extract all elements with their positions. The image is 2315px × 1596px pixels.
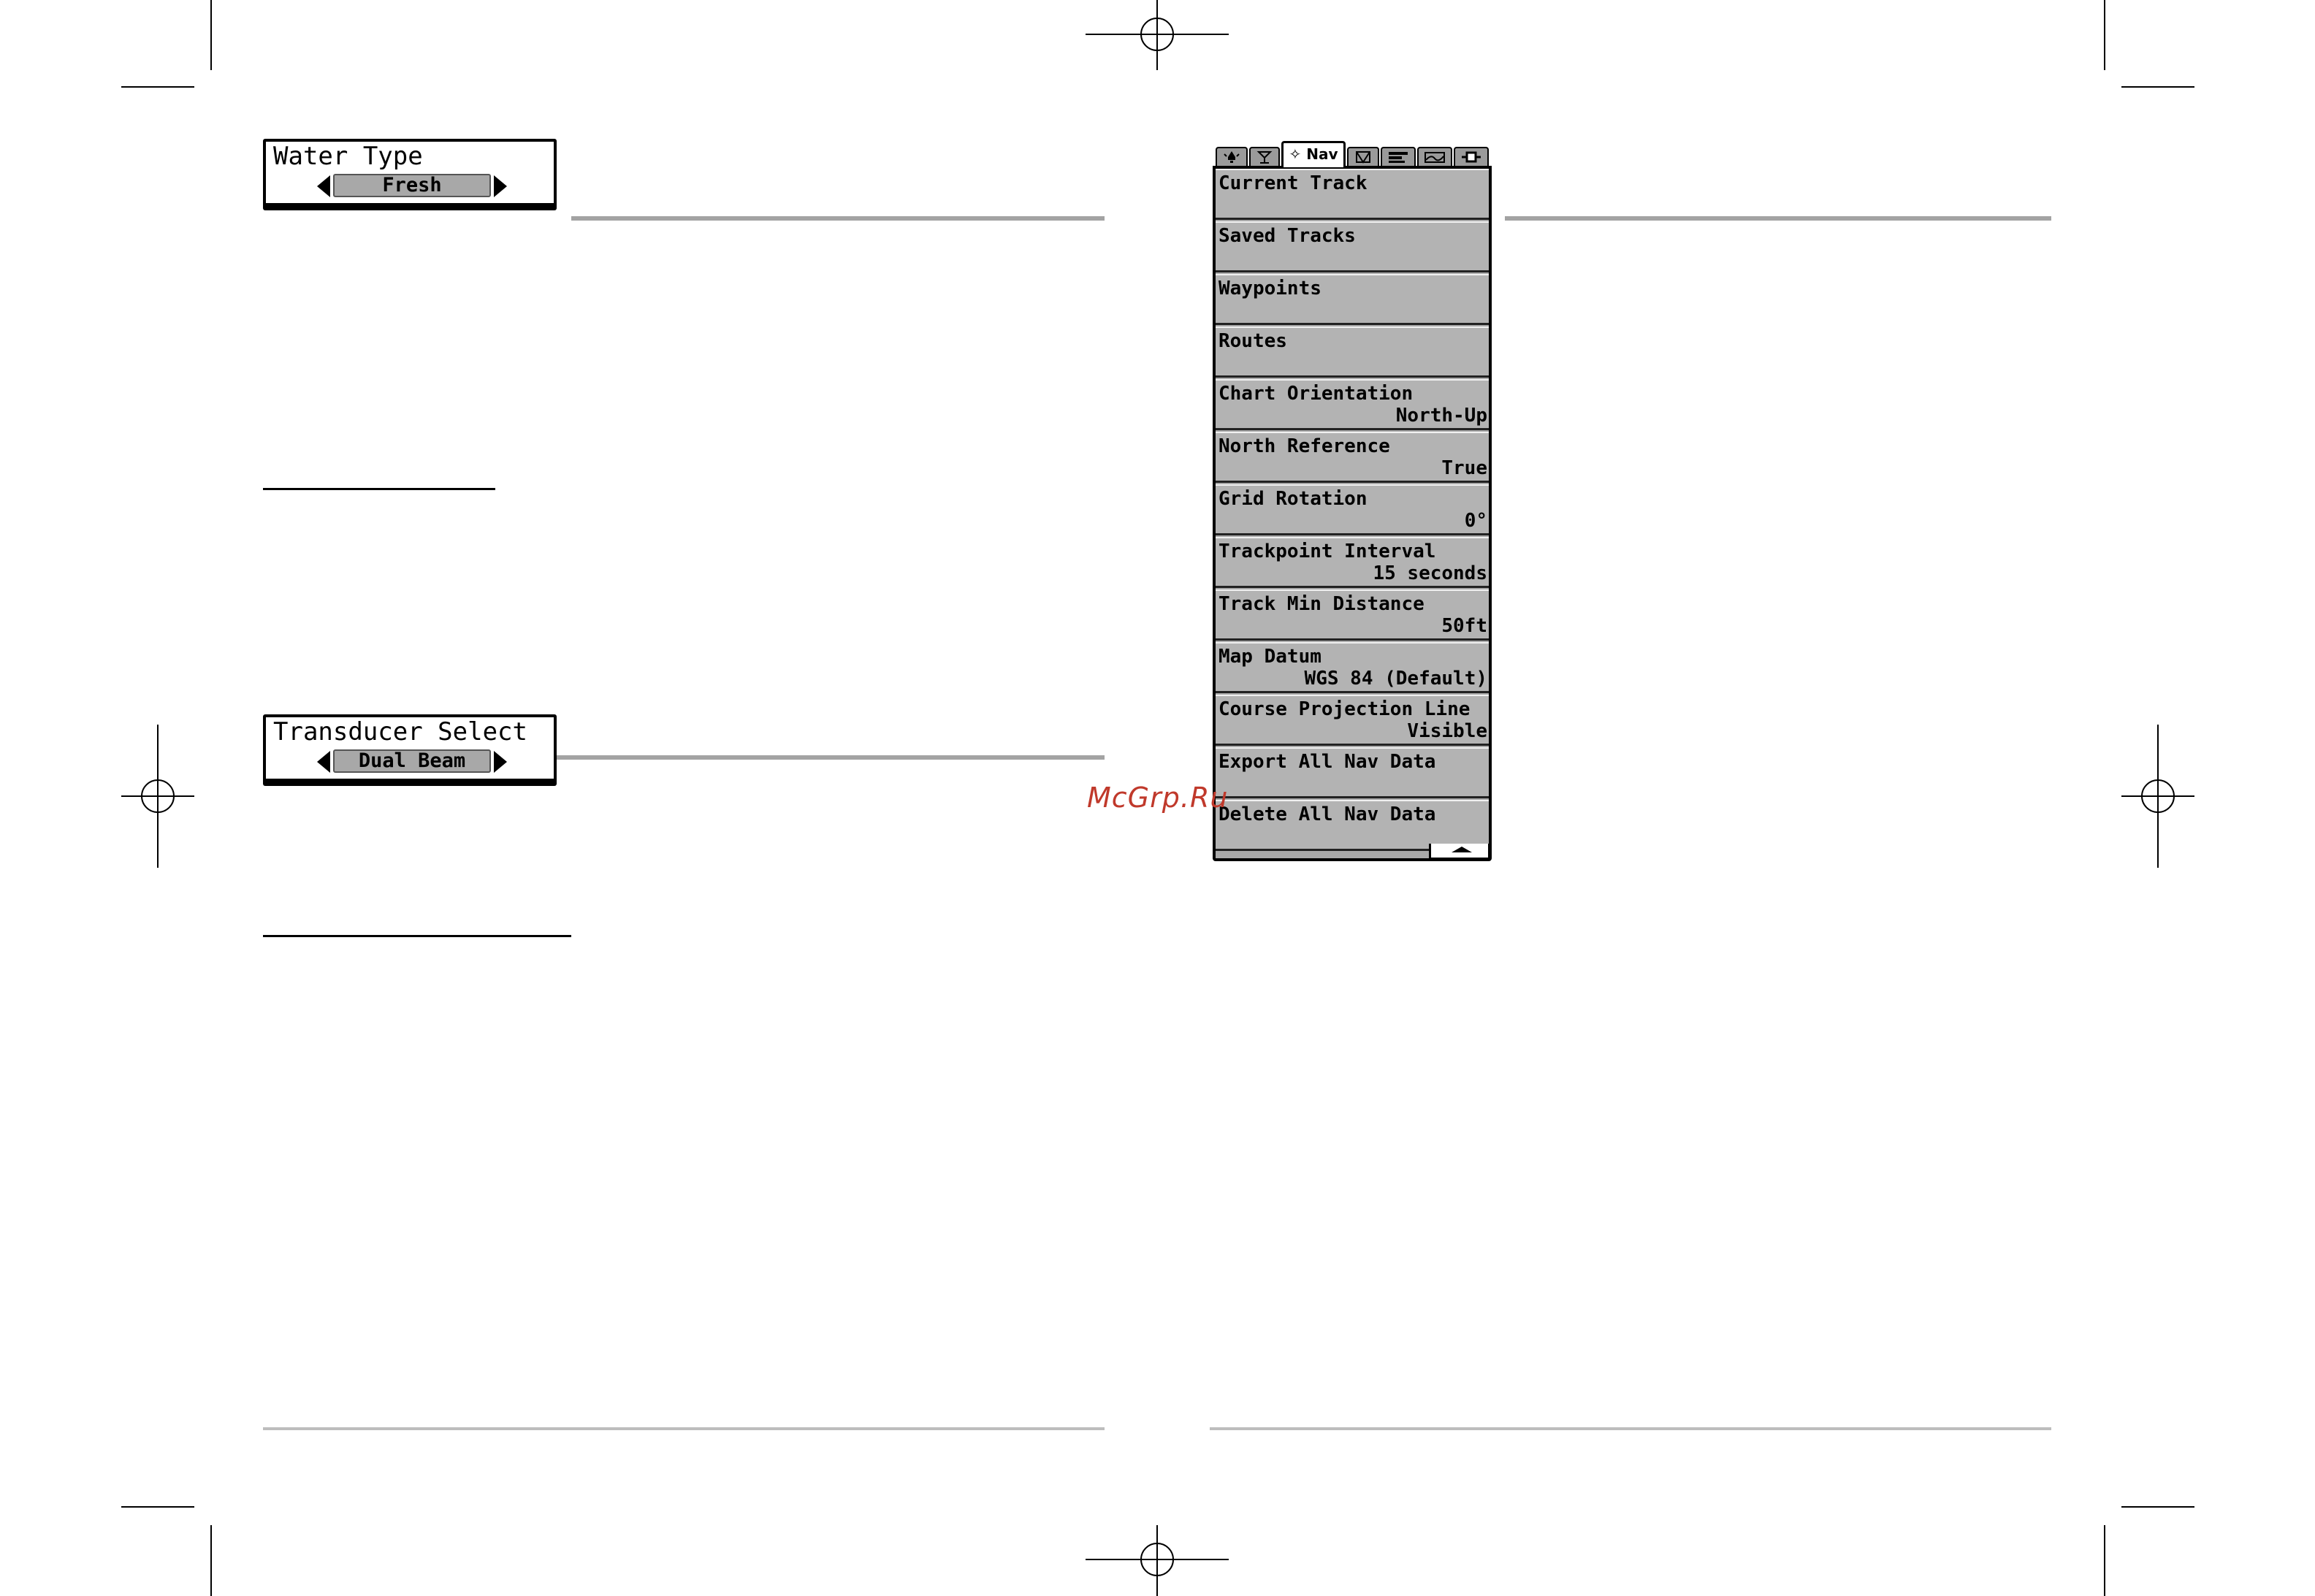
menu-item-value: 15 seconds	[1373, 562, 1487, 584]
menu-item-current-track[interactable]: Current Track	[1216, 169, 1489, 220]
menu-item-routes[interactable]: Routes	[1216, 327, 1489, 378]
menu-item-waypoints[interactable]: Waypoints	[1216, 274, 1489, 325]
menu-item-saved-tracks[interactable]: Saved Tracks	[1216, 221, 1489, 272]
menu-item-north-reference[interactable]: North Reference True	[1216, 432, 1489, 483]
menu-item-map-datum[interactable]: Map Datum WGS 84 (Default)	[1216, 642, 1489, 693]
crop-mark	[121, 86, 194, 88]
scroll-up-icon	[1452, 847, 1472, 852]
water-type-value: Fresh	[333, 174, 491, 197]
registration-mark-bottom	[1086, 1525, 1229, 1596]
registration-mark-right	[2121, 725, 2194, 868]
menu-item-delete-all-nav-data[interactable]: Delete All Nav Data	[1216, 800, 1489, 851]
heading-underline	[263, 488, 495, 490]
crop-mark	[210, 0, 212, 70]
menu-item-label: Routes	[1218, 330, 1287, 352]
tab-nav[interactable]: ✧ Nav	[1281, 141, 1346, 167]
menu-item-value: 0°	[1464, 510, 1487, 532]
menu-item-label: Delete All Nav Data	[1218, 803, 1436, 825]
tab-nav-label: Nav	[1306, 145, 1338, 163]
menu-item-label: Course Projection Line	[1218, 698, 1471, 720]
section-rule	[571, 216, 1105, 221]
transducer-select-box: Transducer Select Dual Beam	[263, 714, 557, 782]
section-rule	[1505, 216, 2051, 221]
tab-views[interactable]	[1417, 147, 1452, 166]
menu-item-value: 50ft	[1441, 615, 1487, 637]
menu-item-track-min-distance[interactable]: Track Min Distance 50ft	[1216, 589, 1489, 641]
crop-mark	[2121, 86, 2194, 88]
crop-mark	[2104, 0, 2105, 70]
menu-item-chart-orientation[interactable]: Chart Orientation North-Up	[1216, 379, 1489, 430]
menu-item-label: Waypoints	[1218, 278, 1322, 299]
sonar-icon	[1256, 151, 1273, 164]
nav-sun-icon: ✧	[1289, 145, 1302, 163]
scroll-up-tab[interactable]	[1429, 844, 1490, 860]
alarm-icon	[1224, 151, 1240, 163]
nav-menu: ✧ Nav Current Track	[1213, 141, 1492, 864]
menu-item-label: Track Min Distance	[1218, 593, 1425, 615]
menu-item-course-projection-line[interactable]: Course Projection Line Visible	[1216, 695, 1489, 746]
registration-mark-left	[121, 725, 194, 868]
menu-item-label: Export All Nav Data	[1218, 751, 1436, 773]
menu-item-label: Grid Rotation	[1218, 488, 1368, 510]
accessories-icon	[1462, 151, 1481, 163]
menu-item-label: Map Datum	[1218, 646, 1322, 668]
tab-chart[interactable]	[1347, 147, 1379, 166]
arrow-left-icon[interactable]	[317, 751, 330, 773]
tab-alarms[interactable]	[1216, 147, 1248, 166]
footer-rule	[1210, 1427, 2051, 1430]
nav-menu-list: Current Track Saved Tracks Waypoints Rou…	[1213, 166, 1492, 861]
crop-mark	[210, 1525, 212, 1596]
transducer-select-selector[interactable]: Dual Beam	[317, 749, 507, 774]
transducer-select-value: Dual Beam	[333, 749, 491, 773]
menu-item-export-all-nav-data[interactable]: Export All Nav Data	[1216, 747, 1489, 798]
menu-item-label: Chart Orientation	[1218, 383, 1414, 405]
water-type-title: Water Type	[273, 142, 423, 171]
transducer-select-title: Transducer Select	[273, 717, 527, 747]
arrow-right-icon[interactable]	[494, 175, 507, 197]
menu-item-label: Saved Tracks	[1218, 225, 1356, 247]
water-type-box: Water Type Fresh	[263, 139, 557, 206]
heading-underline	[263, 935, 571, 937]
menu-item-grid-rotation[interactable]: Grid Rotation 0°	[1216, 484, 1489, 535]
menu-item-value: Visible	[1407, 720, 1487, 742]
watermark: McGrp.Ru	[1087, 782, 1229, 814]
menu-item-label: Current Track	[1218, 172, 1368, 194]
chart-icon	[1356, 151, 1370, 164]
tab-accessories[interactable]	[1454, 147, 1489, 166]
menu-item-value: North-Up	[1395, 405, 1487, 427]
crop-mark	[121, 1506, 194, 1508]
menu-item-value: WGS 84 (Default)	[1304, 668, 1487, 690]
water-type-selector[interactable]: Fresh	[317, 174, 507, 199]
setup-icon	[1389, 152, 1408, 163]
tab-setup[interactable]	[1381, 147, 1416, 166]
arrow-left-icon[interactable]	[317, 175, 330, 197]
menu-item-label: North Reference	[1218, 435, 1390, 457]
menu-tabs: ✧ Nav	[1216, 141, 1489, 167]
section-rule	[555, 755, 1105, 760]
footer-rule	[263, 1427, 1105, 1430]
registration-mark-top	[1086, 0, 1229, 70]
menu-item-label: Trackpoint Interval	[1218, 541, 1436, 562]
arrow-right-icon[interactable]	[494, 751, 507, 773]
tab-sonar[interactable]	[1249, 147, 1280, 166]
crop-mark	[2104, 1525, 2105, 1596]
menu-item-trackpoint-interval[interactable]: Trackpoint Interval 15 seconds	[1216, 537, 1489, 588]
views-icon	[1425, 152, 1445, 163]
menu-item-value: True	[1441, 457, 1487, 479]
crop-mark	[2121, 1506, 2194, 1508]
